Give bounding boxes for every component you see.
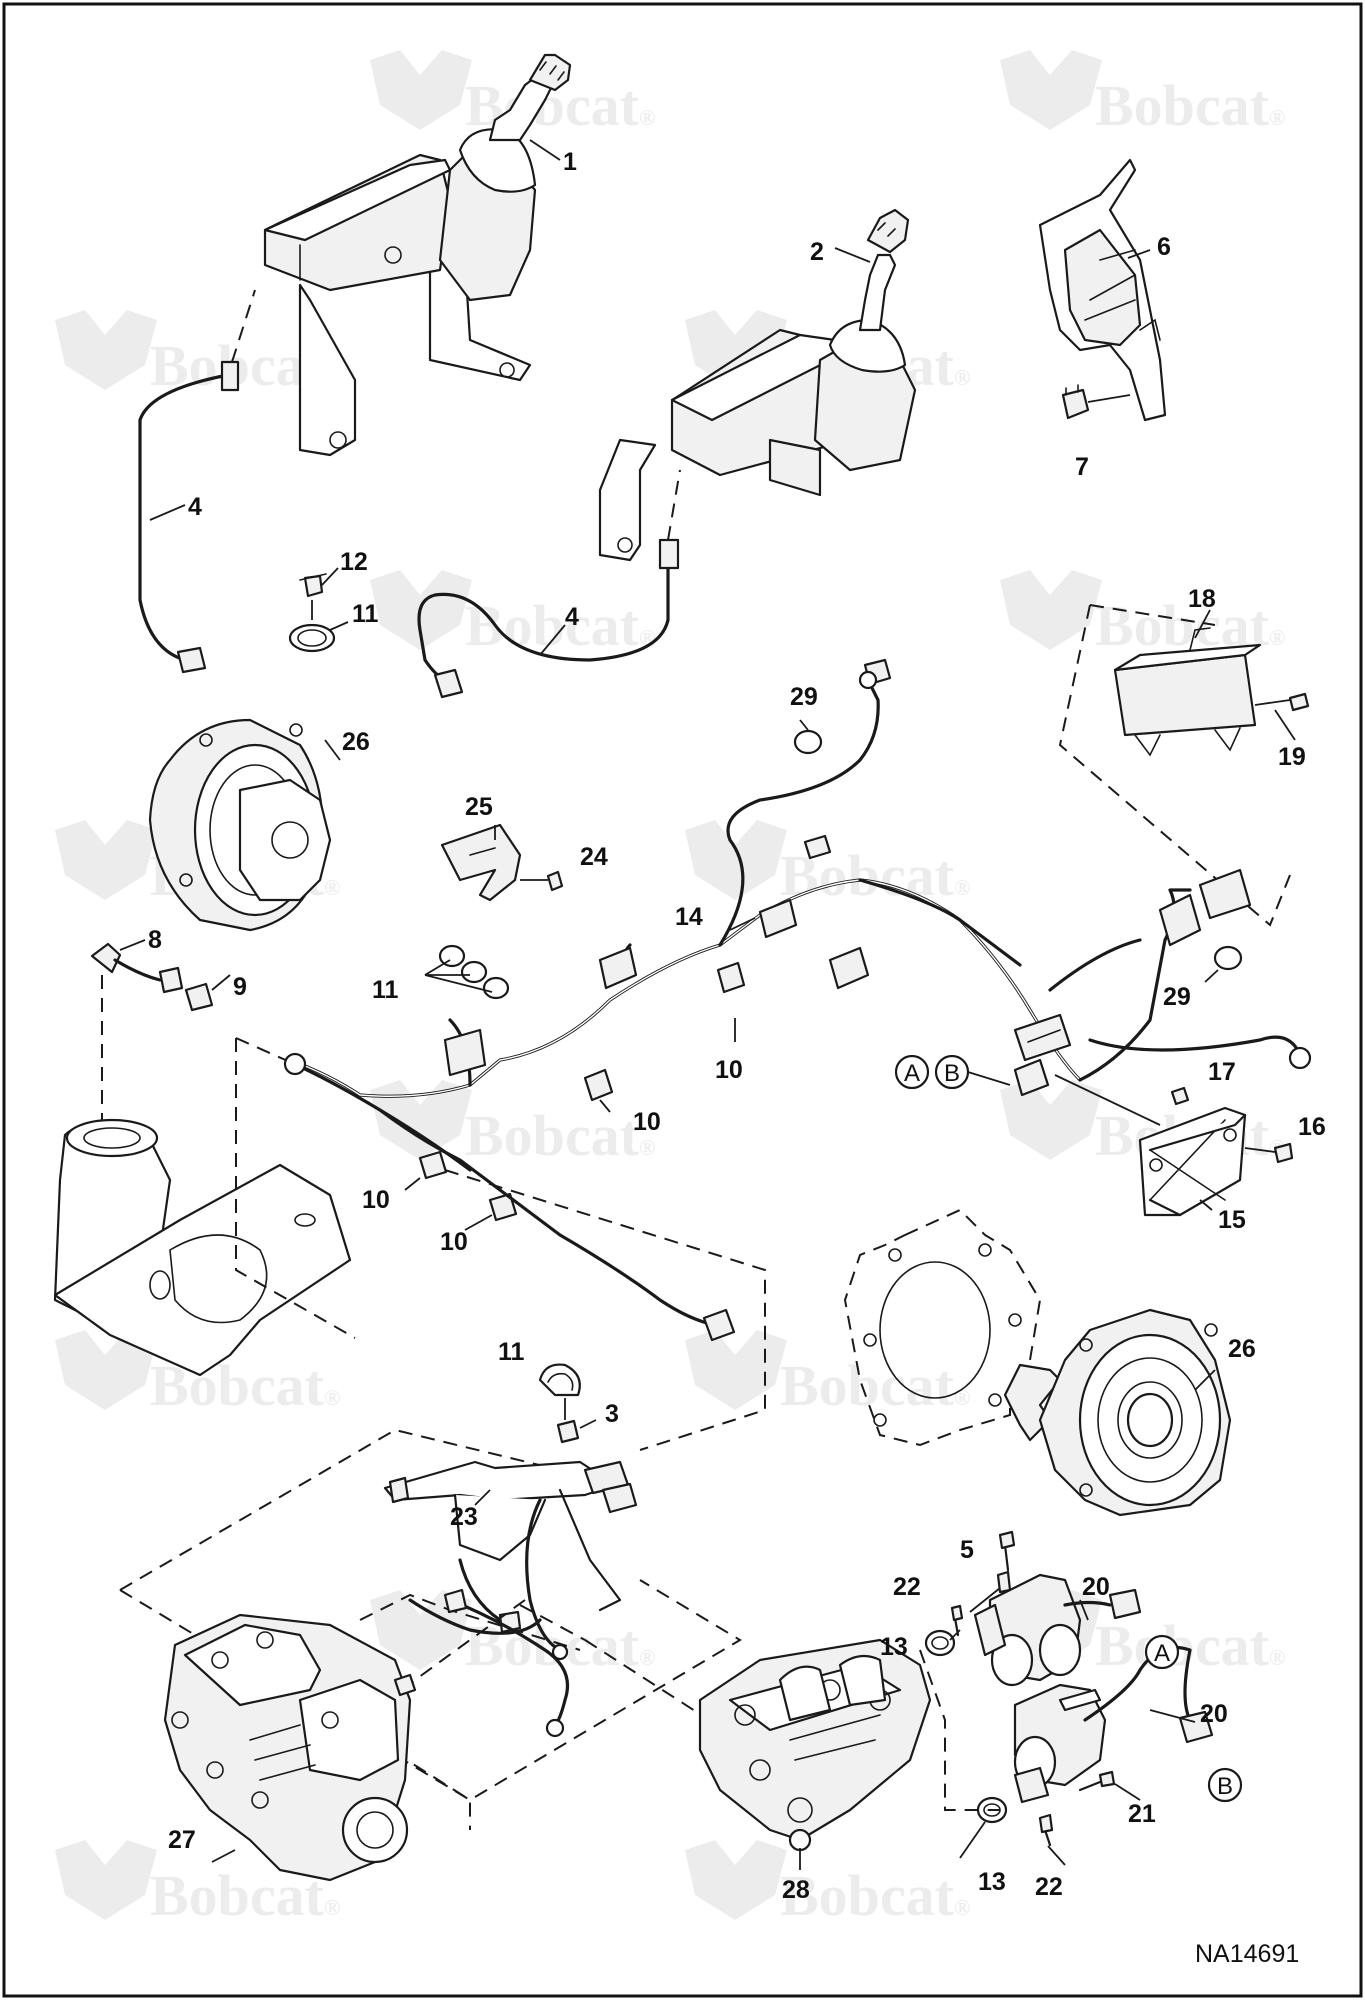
callout-26b: 26: [1228, 1335, 1256, 1363]
o-rings: [919, 1629, 1008, 1824]
watermark: Bobcat®: [55, 1840, 340, 1928]
svg-text:Bobcat®: Bobcat®: [1095, 73, 1285, 138]
callout-23: 23: [450, 1503, 478, 1531]
joystick-harness-left: [138, 289, 256, 674]
controller-module: [1058, 604, 1310, 927]
callout-5: 5: [960, 1536, 974, 1564]
callout-16: 16: [1298, 1113, 1326, 1141]
drive-motor-left: [148, 718, 332, 932]
mounting-bracket-small: [440, 823, 564, 902]
svg-text:A: A: [904, 1060, 920, 1087]
watermark: Bobcat®: [1000, 50, 1285, 138]
callout-10d: 10: [440, 1228, 468, 1256]
drawing-code: NA14691: [1195, 1940, 1299, 1968]
callout-2: 2: [810, 238, 824, 266]
callout-21: 21: [1128, 1800, 1156, 1828]
callout-27: 27: [168, 1826, 196, 1854]
callout-11a: 11: [352, 600, 379, 628]
callout-14: 14: [675, 903, 703, 931]
watermark: Bobcat®: [370, 1080, 655, 1168]
svg-text:B: B: [1217, 1773, 1233, 1800]
left-joystick-assembly: [263, 53, 572, 457]
watermark: Bobcat®: [55, 1330, 340, 1418]
drive-motor-right: [1003, 1308, 1232, 1517]
harness-zone: [235, 1037, 766, 1451]
watermark: Bobcat®: [685, 1330, 970, 1418]
pump-sensor-wire: [359, 1588, 741, 1830]
fasteners: [950, 1530, 1141, 1847]
right-joystick-assembly: [598, 208, 917, 562]
grommets: [793, 729, 1243, 971]
callout-leaders: [149, 139, 1296, 1870]
harness-bracket-plate: [1054, 1074, 1294, 1217]
callout-10c: 10: [362, 1186, 390, 1214]
callout-19: 19: [1278, 743, 1306, 771]
callout-26a: 26: [342, 728, 370, 756]
callout-8: 8: [148, 926, 162, 954]
callout-20a: 20: [1082, 1573, 1110, 1601]
callout-10a: 10: [715, 1056, 743, 1084]
hydrostatic-pump: [163, 1613, 417, 1882]
callout-labels: 1 2 6 7 4 12 11 4 18 19 29 26 25 24 14 8…: [148, 148, 1326, 1904]
callout-7: 7: [1075, 453, 1089, 481]
harness-clips: [418, 961, 746, 1222]
callout-11c: 11: [498, 1338, 525, 1366]
callout-9: 9: [233, 973, 247, 1001]
callout-24: 24: [580, 843, 608, 871]
callout-25: 25: [465, 793, 493, 821]
hydraulic-valve-block: [698, 1638, 932, 1852]
callout-1: 1: [563, 148, 577, 176]
pump-harness: [119, 1428, 742, 1802]
connection-marker-b-right: B: [1207, 1767, 1243, 1803]
solenoid-lower: [1013, 1645, 1214, 1804]
switch: [1061, 384, 1131, 420]
axle-housing: [53, 1118, 352, 1377]
callout-22a: 22: [893, 1573, 921, 1601]
svg-text:Bobcat®: Bobcat®: [465, 1103, 655, 1168]
callout-4a: 4: [188, 493, 202, 521]
watermark: Bobcat®: [370, 570, 655, 658]
clip-and-nut-upper: [288, 567, 349, 653]
svg-text:B: B: [944, 1060, 960, 1087]
callout-4b: 4: [565, 603, 579, 631]
callout-22b: 22: [1035, 1873, 1063, 1901]
watermark: Bobcat®: [55, 310, 340, 398]
callout-29b: 29: [1163, 983, 1191, 1011]
callout-15: 15: [1218, 1206, 1246, 1234]
svg-text:Bobcat®: Bobcat®: [1095, 1613, 1285, 1678]
callout-20b: 20: [1200, 1700, 1228, 1728]
callout-13b: 13: [978, 1868, 1006, 1896]
gasket: [843, 1208, 1042, 1447]
callout-10b: 10: [633, 1108, 661, 1136]
callout-11b: 11: [372, 976, 399, 1004]
callout-3: 3: [605, 1400, 619, 1428]
clip-and-nut-lower: [538, 1363, 597, 1444]
svg-text:Bobcat®: Bobcat®: [780, 1353, 970, 1418]
connection-marker-a-right: A: [1144, 1634, 1180, 1670]
callout-12: 12: [340, 548, 368, 576]
svg-text:A: A: [1154, 1640, 1170, 1667]
console-panel-assembly: [1038, 158, 1167, 422]
speed-sensor: [90, 939, 231, 1120]
cable-ties-group: [424, 944, 510, 1000]
joystick-harness-right: [417, 469, 681, 699]
main-wiring-harness: [288, 658, 1312, 1098]
callout-13a: 13: [880, 1633, 908, 1661]
callout-6: 6: [1157, 233, 1171, 261]
svg-text:Bobcat®: Bobcat®: [780, 1863, 970, 1928]
callout-28: 28: [782, 1876, 810, 1904]
callout-29a: 29: [790, 683, 818, 711]
watermark: Bobcat®: [685, 1840, 970, 1928]
solenoid-upper: [973, 1570, 1142, 1687]
callout-17: 17: [1208, 1058, 1236, 1086]
connection-marker-a-top: A: [894, 1054, 930, 1090]
connection-marker-b-top: B: [934, 1054, 1011, 1090]
callout-18: 18: [1188, 585, 1216, 613]
